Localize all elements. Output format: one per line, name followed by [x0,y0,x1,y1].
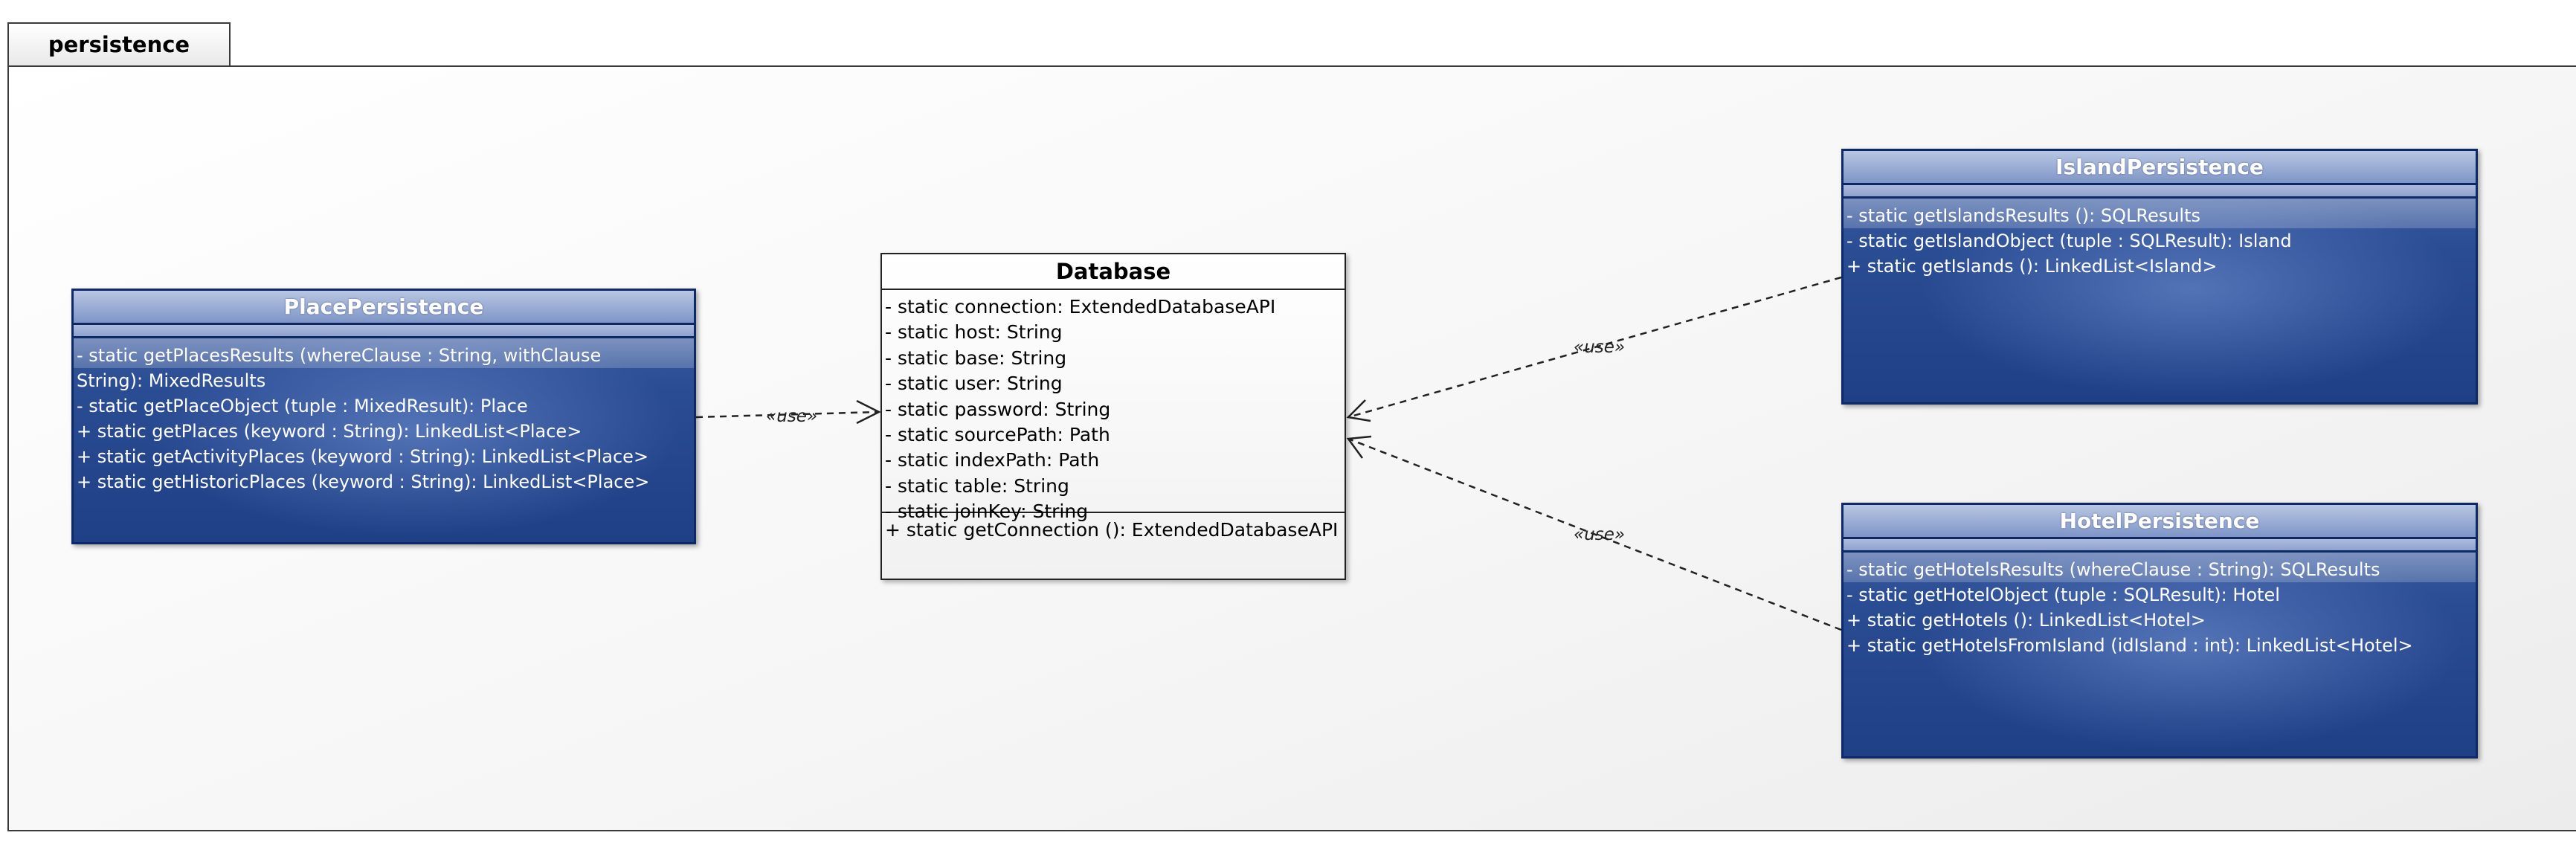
class-database[interactable]: Database - static connection: ExtendedDa… [880,253,1346,580]
operation-row[interactable]: + static getHotels (): LinkedList<Hotel> [1846,610,2206,631]
operation-row[interactable]: - static getHotelObject (tuple : SQLResu… [1846,584,2280,605]
operation-row[interactable]: - static getPlacesResults (whereClause :… [77,345,602,391]
operation-row[interactable]: + static getHistoricPlaces (keyword : St… [77,471,650,492]
attributes-compartment [74,325,694,338]
operation-row[interactable]: + static getIslands (): LinkedList<Islan… [1846,256,2218,277]
operation-row[interactable]: - static getIslandsResults (): SQLResult… [1846,205,2201,226]
arrowhead-island-database [1346,399,1371,422]
operation-row[interactable]: - static getIslandObject (tuple : SQLRes… [1846,231,2292,251]
operations-compartment: - static getHotelsResults (whereClause :… [1844,553,2476,663]
attribute-row[interactable]: - static base: String [885,347,1067,369]
operation-row[interactable]: + static getHotelsFromIsland (idIsland :… [1846,635,2413,656]
attribute-row[interactable]: - static indexPath: Path [885,449,1100,471]
class-island-persistence[interactable]: IslandPersistence - static getIslandsRes… [1841,149,2478,405]
attribute-row[interactable]: - static connection: ExtendedDatabaseAPI [885,296,1276,318]
package-name: persistence [48,32,190,57]
dependency-line-place-database[interactable] [695,410,878,419]
operation-row[interactable]: - static getPlaceObject (tuple : MixedRe… [77,396,528,416]
stereotype-label-place-database: «use» [766,407,817,426]
operations-compartment: - static getIslandsResults (): SQLResult… [1844,199,2476,283]
attribute-row[interactable]: - static user: String [885,373,1063,395]
attribute-row[interactable]: - static joinKey: String [885,500,1089,523]
package-tab[interactable]: persistence [7,22,231,65]
operation-row[interactable]: + static getPlaces (keyword : String): L… [77,421,582,442]
attribute-row[interactable]: - static table: String [885,474,1069,497]
class-name: Database [882,254,1345,290]
class-name: IslandPersistence [1844,151,2476,185]
stereotype-label-island-database: «use» [1574,338,1625,357]
class-name: PlacePersistence [74,291,694,325]
dependency-line-island-database[interactable] [1347,276,1842,419]
operation-row[interactable]: - static getHotelsResults (whereClause :… [1846,559,2380,580]
dependency-line-hotel-database[interactable] [1347,437,1842,631]
operation-row[interactable]: + static getActivityPlaces (keyword : St… [77,446,649,467]
arrowhead-place-database [856,399,881,425]
attribute-row[interactable]: - static host: String [885,321,1063,344]
attributes-compartment: - static connection: ExtendedDatabaseAPI… [882,290,1345,522]
class-place-persistence[interactable]: PlacePersistence - static getPlacesResul… [71,289,696,544]
operations-compartment: - static getPlacesResults (whereClause :… [74,338,694,499]
operations-compartment: + static getConnection (): ExtendedDatab… [882,513,1345,547]
attribute-row[interactable]: - static sourcePath: Path [885,424,1110,446]
attribute-row[interactable]: - static password: String [885,398,1111,420]
class-hotel-persistence[interactable]: HotelPersistence - static getHotelsResul… [1841,503,2478,759]
attributes-compartment [1844,539,2476,553]
arrowhead-hotel-database [1346,435,1372,459]
attributes-compartment [1844,185,2476,199]
operation-row[interactable]: + static getConnection (): ExtendedDatab… [885,519,1339,541]
class-name: HotelPersistence [1844,505,2476,539]
stereotype-label-hotel-database: «use» [1574,525,1625,544]
